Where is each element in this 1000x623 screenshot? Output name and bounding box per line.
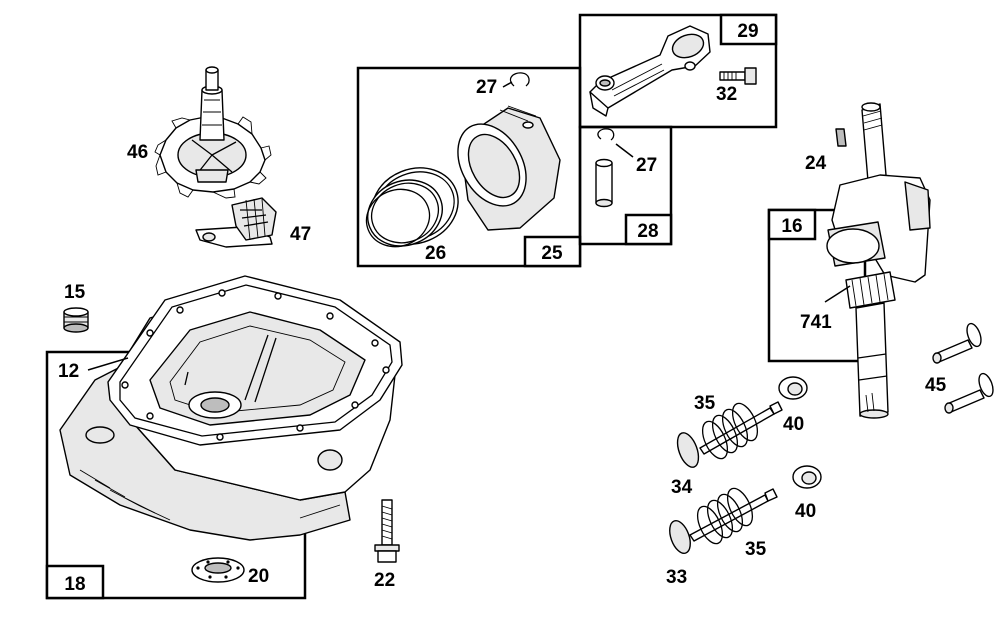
tappet-lower-illustration bbox=[944, 372, 994, 414]
valve-spring-upper-illustration bbox=[701, 402, 759, 460]
valve-lower-illustration bbox=[669, 488, 778, 554]
part-number-27-piston: 27 bbox=[476, 77, 497, 98]
piston-group-tag-box bbox=[523, 235, 582, 268]
connecting-rod-illustration bbox=[589, 25, 711, 117]
wrist-pin-tag-box bbox=[624, 213, 673, 246]
part-number-22: 22 bbox=[374, 570, 395, 591]
rod-bolt-illustration bbox=[719, 67, 757, 85]
part-number-35-lower: 35 bbox=[745, 539, 767, 560]
part-number-12: 12 bbox=[58, 361, 79, 382]
part-number-40-lower: 40 bbox=[795, 501, 816, 522]
part-number-15: 15 bbox=[64, 282, 86, 303]
sump-crankcase-illustration bbox=[59, 275, 403, 541]
part-number-46: 46 bbox=[127, 142, 148, 163]
piston-pin-lock-top-illustration bbox=[509, 72, 530, 87]
part-number-20: 20 bbox=[248, 566, 269, 587]
leader-741 bbox=[824, 285, 851, 303]
wrist-pin-lock-illustration bbox=[597, 128, 615, 141]
sump-group-tag-box bbox=[45, 564, 105, 600]
piston-rings-illustration bbox=[365, 167, 459, 248]
part-number-40-upper: 40 bbox=[783, 414, 804, 435]
part-number-47: 47 bbox=[290, 224, 311, 245]
part-number-33: 33 bbox=[666, 567, 687, 588]
valve-upper-retainer-illustration bbox=[778, 376, 808, 400]
part-number-35-upper: 35 bbox=[694, 393, 716, 414]
connecting-rod-tag-box bbox=[719, 13, 778, 46]
crankshaft-illustration bbox=[826, 102, 931, 419]
crankshaft-key-illustration bbox=[835, 128, 847, 147]
oil-seal-illustration bbox=[191, 557, 245, 583]
part-number-26: 26 bbox=[425, 243, 446, 264]
wrist-pin-illustration bbox=[595, 158, 613, 208]
part-number-27-pin: 27 bbox=[636, 155, 657, 176]
sump-bolt-illustration bbox=[374, 499, 400, 563]
oil-fill-plug-illustration bbox=[63, 307, 89, 333]
part-number-28: 28 bbox=[637, 221, 658, 242]
valve-spring-lower-illustration bbox=[696, 487, 754, 545]
part-number-45: 45 bbox=[925, 375, 947, 396]
part-number-32: 32 bbox=[716, 84, 737, 105]
crankshaft-tag-box bbox=[767, 208, 817, 241]
tappet-upper-illustration bbox=[932, 322, 982, 364]
part-number-34: 34 bbox=[671, 477, 693, 498]
part-number-24: 24 bbox=[805, 153, 827, 174]
part-number-25: 25 bbox=[541, 243, 563, 264]
leader-27b bbox=[615, 143, 634, 158]
part-number-18: 18 bbox=[64, 574, 85, 595]
part-number-16: 16 bbox=[781, 216, 802, 237]
piston-illustration bbox=[457, 105, 561, 231]
connecting-rod-group-box bbox=[578, 13, 778, 129]
leader-27a bbox=[502, 81, 513, 88]
governor-assembly-illustration bbox=[195, 197, 277, 248]
valve-lower-retainer-illustration bbox=[792, 465, 822, 489]
leader-12 bbox=[87, 357, 129, 371]
camshaft-gear-illustration bbox=[154, 66, 272, 199]
part-number-741: 741 bbox=[800, 312, 832, 333]
part-number-29: 29 bbox=[737, 21, 758, 42]
